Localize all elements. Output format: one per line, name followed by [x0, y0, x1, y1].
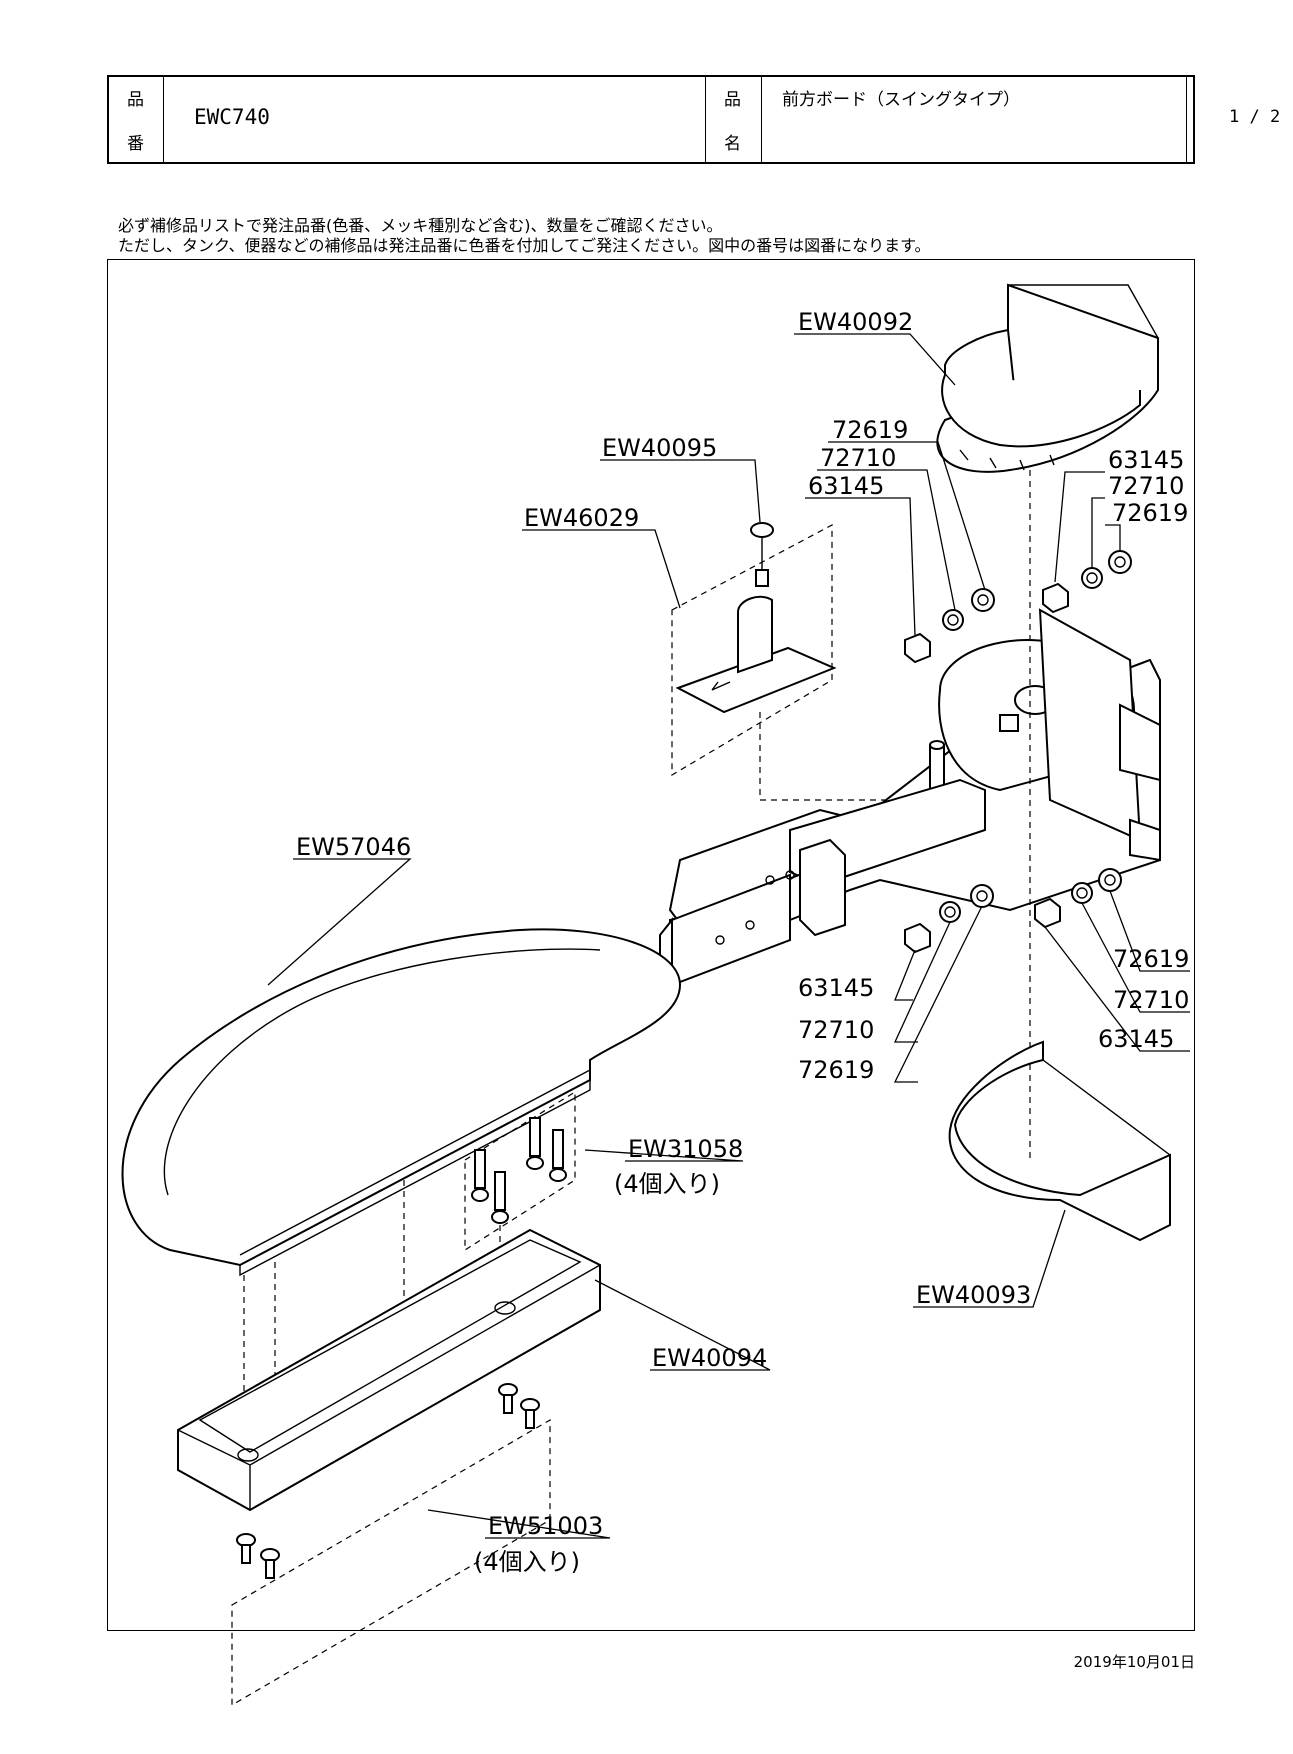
page-number: 1 / 2: [1229, 107, 1281, 127]
label-bl-72710: 72710: [798, 1016, 874, 1044]
part-no-key-bottom: 番: [127, 134, 144, 154]
cap-ew40095-drawing: [750, 522, 774, 587]
label-ew40093: EW40093: [916, 1281, 1031, 1309]
bolts-ew31058-drawing: [464, 1090, 576, 1252]
part-name-key-top: 品: [724, 90, 741, 110]
leader-lines: [267, 333, 1190, 1539]
part-name-value-cell: 前方ボード（スイングタイプ）: [762, 77, 1187, 162]
label-ew46029: EW46029: [524, 504, 639, 532]
label-ew31058-qty: (4個入り): [614, 1170, 720, 1198]
label-ew57046: EW57046: [296, 833, 411, 861]
board-ew57046-drawing: [121, 928, 682, 1277]
cover-ew40092-drawing: [936, 283, 1159, 473]
header-table: 品 番 EWC740 品 名 前方ボード（スイングタイプ） 1 / 2: [107, 75, 1280, 164]
label-br-72619: 72619: [1113, 945, 1189, 973]
label-tr-63145: 63145: [1108, 446, 1184, 474]
fastener-group-bottom-left: [904, 884, 994, 954]
label-tl-63145: 63145: [808, 472, 884, 500]
label-tl-72619: 72619: [832, 416, 908, 444]
label-ew31058: EW31058: [628, 1135, 743, 1163]
part-no-key-cell: 品 番: [109, 77, 164, 162]
label-bl-63145: 63145: [798, 974, 874, 1002]
part-no-key-top: 品: [127, 90, 144, 110]
tray-ew40094-drawing: [177, 1228, 601, 1512]
fastener-group-top-right: [1042, 550, 1132, 614]
label-br-72710: 72710: [1113, 986, 1189, 1014]
part-no-value: EWC740: [194, 105, 270, 129]
label-bl-72619: 72619: [798, 1056, 874, 1084]
fastener-group-bottom-right: [1034, 868, 1122, 929]
drawing-frame: [107, 259, 1195, 1631]
label-ew40095: EW40095: [602, 434, 717, 462]
issue-date: 2019年10月01日: [1073, 1653, 1195, 1671]
fastener-group-top-left: [904, 588, 995, 664]
label-br-63145: 63145: [1098, 1025, 1174, 1053]
cover-ew40093-drawing: [948, 1040, 1171, 1242]
label-tl-72710: 72710: [820, 444, 896, 472]
label-tr-72619: 72619: [1112, 499, 1188, 527]
part-name-key-bottom: 名: [724, 134, 741, 154]
part-name-key-cell: 品 名: [706, 77, 762, 162]
label-ew40094: EW40094: [652, 1344, 767, 1372]
hinge-bracket-drawing: [659, 608, 1161, 987]
label-ew51003: EW51003: [488, 1512, 603, 1540]
label-tr-72710: 72710: [1108, 472, 1184, 500]
screws-ew51003-drawing: [231, 1383, 551, 1707]
exploded-diagram: EW40092 EW40095 EW46029 EW57046 EW31058 …: [121, 283, 1190, 1707]
part-no-value-cell: EWC740: [164, 77, 706, 162]
part-name-value: 前方ボード（スイングタイプ）: [782, 90, 1020, 110]
page-cell: 1 / 2: [1187, 77, 1293, 162]
label-ew40092: EW40092: [798, 308, 913, 336]
block-ew46029-drawing: [671, 524, 900, 801]
label-ew51003-qty: (4個入り): [474, 1548, 580, 1576]
note-line-1: 必ず補修品リストで発注品番(色番、メッキ種別など含む)、数量をご確認ください。: [118, 216, 723, 235]
note-line-2: ただし、タンク、便器などの補修品は発注品番に色番を付加してご発注ください。図中の…: [118, 236, 931, 255]
